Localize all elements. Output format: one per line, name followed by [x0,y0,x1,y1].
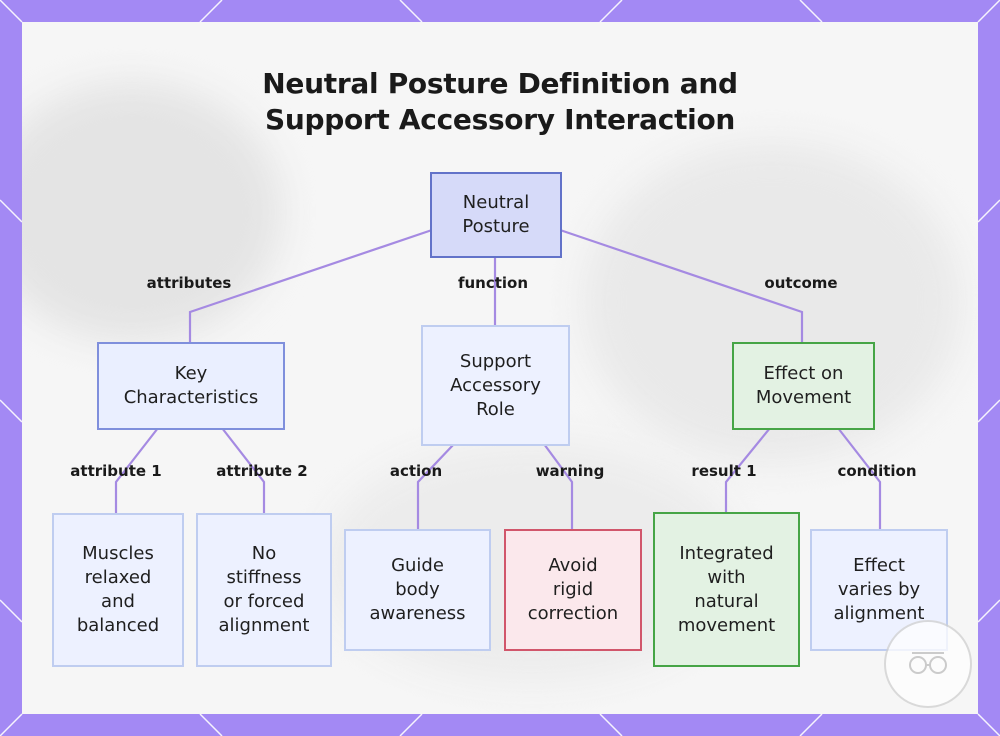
edge-label-function: function [457,274,529,292]
edge-label-warning: warning [535,462,605,480]
node-muscles-relaxed[interactable]: Muscles relaxed and balanced [52,513,184,667]
node-no-stiffness[interactable]: No stiffness or forced alignment [196,513,332,667]
edge-outcome-line [559,228,804,344]
node-support-accessory-role[interactable]: Support Accessory Role [421,325,570,446]
edge-label-outcome: outcome [764,274,838,292]
edge-action-line [416,443,455,530]
node-neutral-posture[interactable]: Neutral Posture [430,172,562,258]
node-guide-body-awareness[interactable]: Guide body awareness [344,529,491,651]
edge-label-action: action [389,462,443,480]
edge-label-attribute1: attribute 1 [70,462,162,480]
edge-label-attribute2: attribute 2 [216,462,308,480]
watermark-logo-icon [909,652,947,674]
node-integrated-natural-movement[interactable]: Integrated with natural movement [653,512,800,667]
edge-attribute2-line [221,427,266,514]
node-key-characteristics[interactable]: Key Characteristics [97,342,285,430]
edge-condition-line [837,427,882,530]
connector-lines [114,228,882,530]
edge-attribute1-line [114,427,159,514]
diagram-canvas: Neutral Posture Definition and Support A… [22,22,978,714]
edge-label-result1: result 1 [691,462,757,480]
edge-warning-line [543,443,574,530]
edge-label-attributes: attributes [146,274,232,292]
edge-label-condition: condition [837,462,917,480]
edge-attributes-line [188,228,433,344]
diagram-title: Neutral Posture Definition and Support A… [262,67,738,136]
node-avoid-rigid-correction[interactable]: Avoid rigid correction [504,529,642,651]
watermark-logo-icon [884,620,972,708]
edge-result1-line [724,427,771,514]
node-effect-on-movement[interactable]: Effect on Movement [732,342,875,430]
background-blur [22,82,282,342]
